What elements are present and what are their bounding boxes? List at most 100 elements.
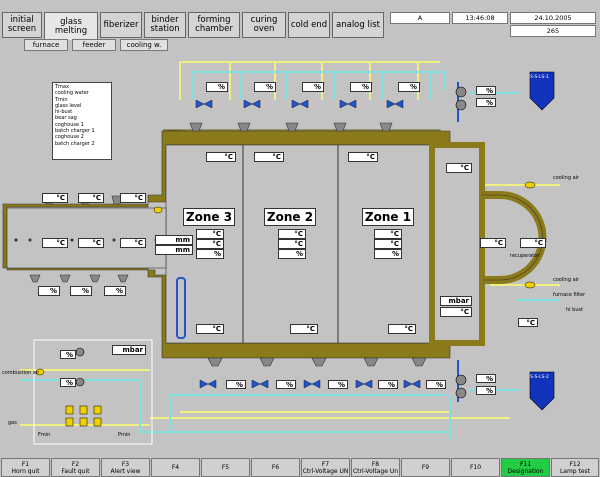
- gas-label: gas: [8, 420, 17, 426]
- pump-pct: %: [476, 386, 496, 395]
- glass-level-mm: mm: [155, 245, 193, 255]
- zone-3-pct: %: [196, 249, 224, 259]
- cooling-air-label: cooling air: [553, 277, 580, 283]
- tab-fiberizer[interactable]: fiberizer: [100, 12, 142, 38]
- tab-analog-list[interactable]: analog list: [332, 12, 384, 38]
- temp-value: °C: [120, 238, 146, 248]
- f10-button[interactable]: F10: [451, 458, 500, 477]
- time-display: 13:46:08: [452, 12, 508, 24]
- fkey-number: F10: [469, 464, 482, 471]
- fkey-label: Alert view: [110, 467, 141, 475]
- fkey-number: F6: [271, 464, 280, 471]
- fkey-label: Ctrl-Voltage Un: [352, 467, 399, 475]
- furnace-filter-label: furnace filter: [553, 292, 586, 298]
- combustion-pct: %: [60, 350, 76, 359]
- temp-value: °C: [78, 238, 104, 248]
- recuperator-label: recuperator: [510, 253, 540, 259]
- legend-panel: Tmax cooling water Tmin glass level hi-b…: [52, 82, 112, 160]
- burner-value-top: %: [350, 82, 372, 92]
- burner-value-bottom: %: [328, 380, 348, 389]
- fkey-label: Lamp test: [559, 467, 591, 475]
- burner-value-bottom: %: [276, 380, 296, 389]
- legend-item: batch charger 2: [55, 140, 95, 147]
- subtab-cooling-w[interactable]: cooling w.: [120, 39, 168, 51]
- recuperator-temp: °C: [520, 238, 546, 248]
- zone-2-pct: %: [278, 249, 306, 259]
- fkey-number: F4: [171, 464, 180, 471]
- temp-value: °C: [206, 152, 236, 162]
- fkey-label: Designation: [507, 467, 544, 475]
- mode-display: A: [390, 12, 450, 24]
- pump-pct: %: [476, 374, 496, 383]
- fkey-number: F1: [21, 460, 30, 468]
- fkey-number: F7: [321, 460, 330, 468]
- combustion-pressure: mbar: [112, 345, 146, 355]
- burner-value-bottom: %: [226, 380, 246, 389]
- zone-2-temp: °C: [278, 229, 306, 239]
- burner-value-bottom: %: [426, 380, 446, 389]
- legend-item: Tmax: [55, 84, 69, 90]
- zone-3-temp: °C: [196, 229, 224, 239]
- temp-value: °C: [78, 193, 104, 203]
- fkey-number: F5: [221, 464, 230, 471]
- pressure-mbar: mbar: [440, 296, 472, 306]
- pump-pct: %: [476, 98, 496, 107]
- burner-value-top: %: [398, 82, 420, 92]
- cooling-air-label: cooling air: [553, 175, 580, 181]
- zone-2-label: Zone 2: [264, 208, 316, 226]
- tab-curing-oven[interactable]: curing oven: [242, 12, 286, 38]
- glass-level-mm: mm: [155, 235, 193, 245]
- tab-cold-end[interactable]: cold end: [288, 12, 330, 38]
- temp-value: °C: [348, 152, 378, 162]
- legend-item: cooling water: [55, 90, 89, 97]
- temp-value: °C: [120, 193, 146, 203]
- legend-item: Tmin: [55, 96, 68, 103]
- burner-value-top: %: [206, 82, 228, 92]
- burner-value-top: %: [254, 82, 276, 92]
- temp-value: °C: [196, 324, 224, 334]
- temp-value: °C: [42, 238, 68, 248]
- fkey-label: Horn quit: [11, 467, 40, 475]
- zone-3-temp: °C: [196, 239, 224, 249]
- legend-item: glass level: [55, 102, 82, 109]
- fmin-label: Fmin: [38, 432, 51, 438]
- zone-3-label: Zone 3: [183, 208, 235, 226]
- temp-value: °C: [42, 193, 68, 203]
- subtab-furnace[interactable]: furnace: [24, 39, 68, 51]
- fkey-number: F8: [371, 460, 380, 468]
- burner-value-top: %: [302, 82, 324, 92]
- hi-bust-label: hi bust: [566, 307, 584, 313]
- date-display: 24.10.2005: [510, 12, 596, 24]
- f9-button[interactable]: F9: [401, 458, 450, 477]
- zone-1-temp: °C: [374, 239, 402, 249]
- fkey-label: Fault quit: [61, 467, 90, 475]
- legend-item: bear sag: [55, 115, 77, 122]
- pmin-label: Pmin: [118, 432, 131, 438]
- temp-value: °C: [388, 324, 416, 334]
- legend-item: hi-bust: [55, 109, 73, 116]
- temp-value: °C: [518, 318, 538, 327]
- legend-item: coghouse 1: [55, 121, 84, 128]
- zone-2-temp: °C: [278, 239, 306, 249]
- subtab-feeder[interactable]: feeder: [72, 39, 116, 51]
- f5-button[interactable]: F5: [201, 458, 250, 477]
- tank-label-2: S-S-LS-2: [530, 375, 549, 380]
- pump-pct: %: [476, 86, 496, 95]
- f4-button[interactable]: F4: [151, 458, 200, 477]
- fkey-number: F3: [121, 460, 130, 468]
- fkey-number: F9: [421, 464, 430, 471]
- fkey-number: F11: [519, 460, 532, 468]
- tank-label-1: S-S-LS-1: [530, 75, 549, 80]
- f6-button[interactable]: F6: [251, 458, 300, 477]
